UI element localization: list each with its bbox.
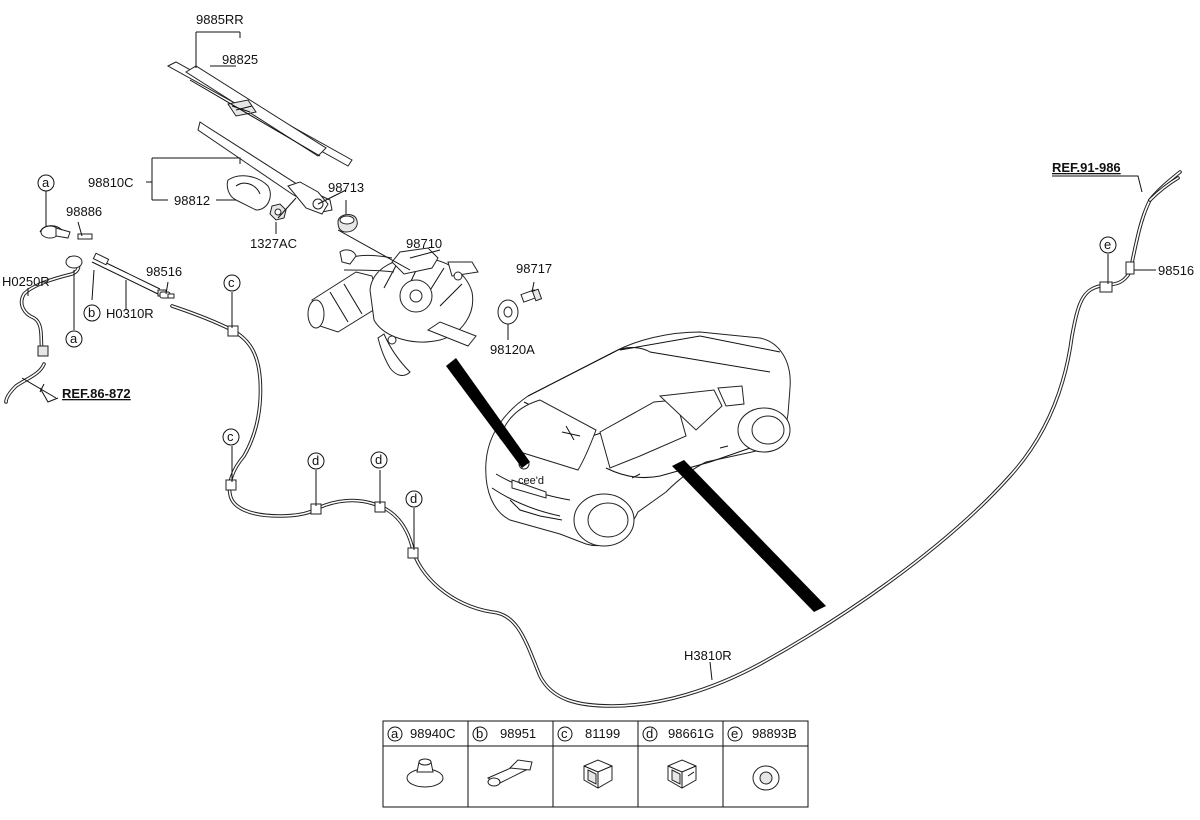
callout-a-bottom: a	[65, 330, 83, 348]
clip-98940C-icon	[406, 758, 444, 788]
label-98710: 98710	[406, 236, 442, 251]
hose-h0250r	[4, 255, 83, 404]
svg-text:a: a	[42, 175, 50, 190]
callout-d-3: d	[405, 490, 423, 508]
nut-1327AC	[269, 203, 287, 221]
ref-link-86-872[interactable]: REF.86-872	[62, 386, 131, 401]
legend-table: a 98940C b 98951 c 81199	[382, 720, 809, 808]
callout-a-top: a	[37, 174, 55, 192]
wiper-blade-assembly	[166, 61, 353, 167]
legend-cell-b: b 98951	[472, 726, 536, 787]
svg-text:a: a	[70, 331, 78, 346]
label-98717: 98717	[516, 261, 552, 276]
label-98812: 98812	[174, 193, 210, 208]
cap-98713	[337, 214, 358, 233]
hose-h3810r	[170, 170, 1182, 708]
label-98810C: 98810C	[88, 175, 134, 190]
svg-text:d: d	[375, 452, 382, 467]
grommet-98893B-icon	[752, 765, 780, 791]
callout-d-1: d	[307, 452, 325, 470]
legend-cell-d: d 98661G	[642, 726, 714, 789]
wiper-arm	[197, 121, 333, 215]
callout-b: b	[83, 304, 101, 322]
svg-text:98951: 98951	[500, 726, 536, 741]
car-badge: cee'd	[518, 475, 544, 487]
connector-98516-left	[159, 291, 175, 299]
svg-text:b: b	[88, 305, 95, 320]
callout-c-top: c	[223, 274, 241, 292]
clip-81199-icon	[583, 759, 613, 789]
label-98886: 98886	[66, 204, 102, 219]
bolt-98717	[520, 288, 543, 303]
svg-text:c: c	[561, 726, 568, 741]
label-98825: 98825	[222, 52, 258, 67]
svg-text:98661G: 98661G	[668, 726, 714, 741]
legend-cell-c: c 81199	[557, 726, 620, 789]
washer-nozzle-98886	[39, 225, 93, 240]
legend-cell-e: e 98893B	[727, 726, 797, 791]
legend-cell-a: a 98940C	[387, 726, 456, 788]
pointer-band-motor	[446, 358, 530, 468]
arm-cover-cap	[226, 175, 271, 211]
label-98516-left: 98516	[146, 264, 182, 279]
callout-e: e	[1099, 236, 1117, 254]
svg-text:98893B: 98893B	[752, 726, 797, 741]
label-H3810R: H3810R	[684, 648, 732, 663]
grommet-98120A	[497, 299, 519, 325]
callout-d-2: d	[370, 451, 388, 469]
svg-text:a: a	[391, 726, 399, 741]
svg-text:d: d	[312, 453, 319, 468]
label-1327AC: 1327AC	[250, 236, 297, 251]
svg-text:e: e	[1104, 237, 1111, 252]
svg-text:98940C: 98940C	[410, 726, 456, 741]
callout-c-bottom: c	[222, 428, 240, 446]
clip-98661G-icon	[667, 759, 697, 789]
pointer-band-hose	[672, 460, 826, 612]
label-H0250R: H0250R	[2, 274, 50, 289]
label-9885RR: 9885RR	[196, 12, 244, 27]
label-98713: 98713	[328, 180, 364, 195]
leader-lines	[21, 31, 1156, 681]
svg-text:d: d	[410, 491, 417, 506]
svg-text:e: e	[731, 726, 738, 741]
label-98516-right: 98516	[1158, 263, 1194, 278]
svg-text:c: c	[228, 275, 235, 290]
ref-link-91-986[interactable]: REF.91-986	[1052, 160, 1121, 175]
wiper-motor-98710	[307, 247, 479, 376]
svg-text:b: b	[476, 726, 483, 741]
car-illustration: cee'd	[485, 331, 791, 547]
clip-98951-icon	[486, 759, 533, 787]
svg-text:d: d	[646, 726, 653, 741]
svg-text:81199: 81199	[585, 726, 620, 741]
svg-text:c: c	[227, 429, 234, 444]
label-98120A: 98120A	[490, 342, 535, 357]
label-H0310R: H0310R	[106, 306, 154, 321]
